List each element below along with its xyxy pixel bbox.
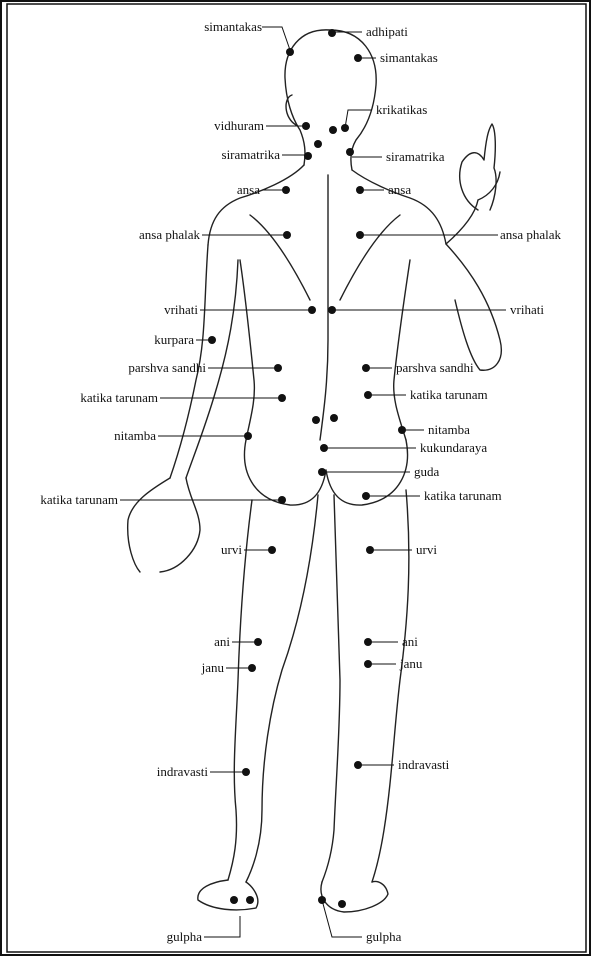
label-katika-tarunam-right-lower: katika tarunam [424,488,502,503]
label-ansa-phalak-right: ansa phalak [500,227,562,242]
marma-dot [254,638,262,646]
label-janu-right: janu [399,656,423,671]
marma-dot [246,896,254,904]
marma-dot [208,336,216,344]
marma-dot [356,231,364,239]
shoulder-line [208,165,446,245]
marma-dot [282,186,290,194]
label-ani-right: ani [402,634,418,649]
marma-dot [318,896,326,904]
scapula-right [340,215,400,300]
spine [320,175,328,440]
label-ansa-left: ansa [237,182,260,197]
marma-dot [364,391,372,399]
label-kurpara: kurpara [154,332,194,347]
label-ansa-right: ansa [388,182,411,197]
marma-dot [244,432,252,440]
marma-dot [356,186,364,194]
head-outline [285,30,376,170]
marma-dot [278,394,286,402]
marma-dot [314,140,322,148]
left-foot [198,880,258,910]
label-vrihati-right: vrihati [510,302,544,317]
label-vrihati-left: vrihati [164,302,198,317]
label-siramatrika-right: siramatrika [386,149,445,164]
label-katika-tarunam-right-upper: katika tarunam [410,387,488,402]
right-hand [460,124,496,210]
left-leg-inner [246,495,318,882]
marma-dot [268,546,276,554]
label-siramatrika-left: siramatrika [222,147,281,162]
scapula-left [250,215,310,300]
marma-dot [366,546,374,554]
marma-dot [329,126,337,134]
label-gulpha-right: gulpha [366,929,402,944]
marma-dot [302,122,310,130]
right-foot [321,882,388,913]
marma-dot [364,660,372,668]
left-leg-outer [228,500,252,880]
marma-dot [320,444,328,452]
marma-dot [304,152,312,160]
marma-dot [341,124,349,132]
marma-dot [346,148,354,156]
label-urvi-left: urvi [221,542,242,557]
marma-dot [318,468,326,476]
right-leg-outer [372,490,409,882]
marma-dot [354,54,362,62]
label-parshva-sandhi-right: parshva sandhi [396,360,474,375]
label-adhipati: adhipati [366,24,408,39]
label-ani-left: ani [214,634,230,649]
torso-right [394,260,410,440]
marma-dot [398,426,406,434]
marma-dot [230,896,238,904]
label-kukundaraya: kukundaraya [420,440,487,455]
left-hand [128,478,200,572]
marma-dot [364,638,372,646]
label-simantakas-right: simantakas [380,50,438,65]
marma-dot [328,306,336,314]
label-simantakas-top-left: simantakas [204,19,262,34]
label-gulpha-left: gulpha [167,929,203,944]
inner-border [7,4,586,952]
label-vidhuram: vidhuram [214,118,264,133]
marma-dot [283,231,291,239]
marma-dot [330,414,338,422]
label-indravasti-left: indravasti [157,764,209,779]
label-urvi-right: urvi [416,542,437,557]
label-indravasti-right: indravasti [398,757,450,772]
marma-dot [354,761,362,769]
label-krikatikas: krikatikas [376,102,427,117]
marma-dot [274,364,282,372]
label-katika-tarunam-left-lower: katika tarunam [40,492,118,507]
body-figure [128,30,502,912]
label-katika-tarunam-left-upper: katika tarunam [80,390,158,405]
right-leg-inner [322,495,340,882]
marma-dot [362,364,370,372]
marma-dot [338,900,346,908]
label-nitamba-left: nitamba [114,428,156,443]
label-janu-left: janu [201,660,225,675]
torso-left [240,260,254,440]
label-parshva-sandhi-left: parshva sandhi [128,360,206,375]
leader-lines [120,27,506,937]
marma-dot [308,306,316,314]
marma-dot [362,492,370,500]
marma-dot [286,48,294,56]
marma-dot [248,664,256,672]
marma-dot [328,29,336,37]
marma-dot [312,416,320,424]
marma-dot [242,768,250,776]
marma-dot [278,496,286,504]
label-nitamba-right: nitamba [428,422,470,437]
label-guda: guda [414,464,440,479]
label-ansa-phalak-left: ansa phalak [139,227,201,242]
